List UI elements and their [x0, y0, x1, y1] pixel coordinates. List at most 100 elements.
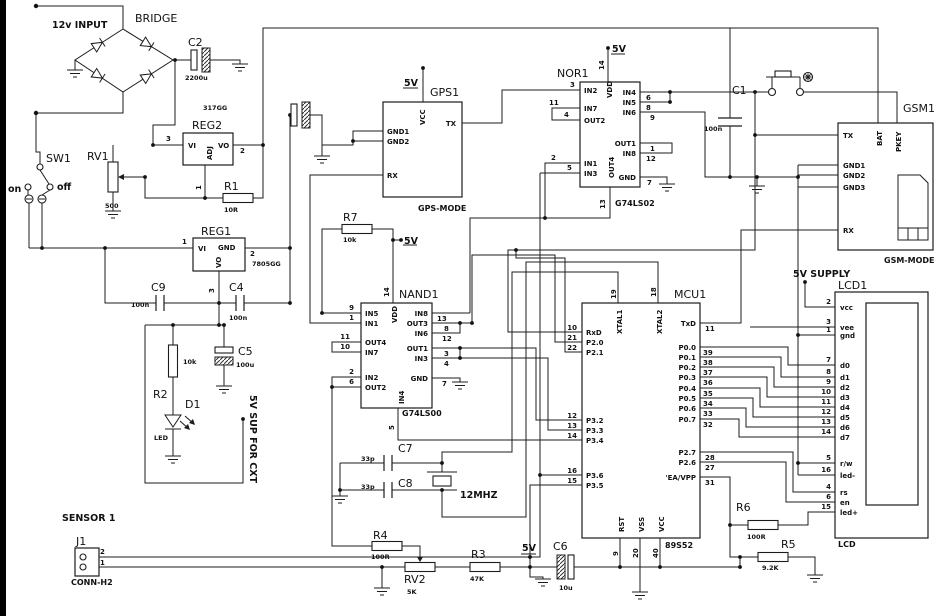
reg1-pin2: 2 — [250, 250, 255, 258]
lcd-display-area — [865, 302, 919, 506]
rv2-potentiometer — [404, 561, 436, 573]
nor-ll1: IN7 — [584, 105, 597, 113]
nand-gate-box — [360, 302, 433, 409]
c6-ref: C6 — [553, 540, 568, 553]
mcu-rl10: P2.6 — [678, 459, 696, 467]
nor-rl5: GND — [619, 174, 637, 182]
r3-ref: R3 — [471, 548, 486, 561]
mcu-vcc: VCC — [658, 516, 666, 532]
mcu-rn4: 36 — [703, 379, 713, 387]
nor-rl0: IN4 — [623, 89, 636, 97]
gps-tx: TX — [446, 120, 457, 128]
lcd-n7: 11 — [821, 398, 831, 406]
gps-5v: 5V — [404, 78, 419, 89]
reg1-box — [192, 237, 246, 272]
nor-rn2: 9 — [650, 114, 655, 122]
mcu-ln0: 10 — [567, 324, 577, 332]
r7-5v: 5V — [404, 236, 419, 247]
nand-rn2: 12 — [442, 335, 452, 343]
mcu-pin19: 19 — [610, 289, 618, 299]
reg1-pin1: 1 — [182, 238, 187, 246]
lcd-l9: d6 — [840, 424, 850, 432]
nand-rl3: OUT1 — [407, 345, 428, 353]
reg1-pin3: 3 — [208, 288, 216, 293]
lcd-l11: r/w — [840, 460, 853, 468]
reg2-pin3: 3 — [166, 135, 171, 143]
c9-ref: C9 — [151, 281, 166, 294]
lcd-n4: 8 — [826, 368, 831, 376]
lcd-l0: vcc — [840, 304, 853, 312]
mcu-ll2: P2.1 — [586, 349, 604, 357]
supply-note: 5V SUPPLY — [793, 269, 850, 280]
lcd-ref: LCD1 — [838, 279, 867, 292]
bridge-rectifier — [74, 28, 174, 93]
nor-out4: OUT4 — [608, 157, 616, 178]
nor-ll0: IN2 — [584, 87, 597, 95]
r4-resistor — [371, 540, 403, 552]
reg2-pin2: 2 — [240, 147, 245, 155]
lcd-l4: d1 — [840, 374, 850, 382]
nand-ll5: OUT2 — [365, 384, 386, 392]
nand-ll1: IN1 — [365, 320, 378, 328]
mcu-ln5: 14 — [567, 432, 577, 440]
reg2-vo: VO — [218, 142, 229, 150]
nand-ll3: IN7 — [365, 349, 378, 357]
nor-pin13: 13 — [599, 199, 607, 209]
gps-sub: GPS-MODE — [418, 204, 466, 213]
c7-value: 33p — [361, 455, 375, 463]
mcu-rl7: P0.6 — [678, 405, 696, 413]
nor-rl4: IN8 — [623, 150, 636, 158]
mcu-rn8: 32 — [703, 421, 713, 429]
wires-power-left — [27, 5, 879, 484]
lcd-l14: en — [840, 499, 850, 507]
lcd-n6: 10 — [821, 388, 831, 396]
c9-value: 100n — [131, 301, 150, 309]
gsm-tx: TX — [843, 132, 854, 140]
lcd-n2: 1 — [826, 326, 831, 334]
sw-on-label: on — [8, 184, 22, 195]
lcd-l7: d4 — [840, 404, 850, 412]
mcu-rn11: 31 — [705, 479, 715, 487]
wires-gsm-lcd — [670, 28, 898, 476]
c1-ref: C1 — [732, 84, 747, 97]
r5-value: 9.2K — [762, 564, 780, 572]
lcd-n8: 12 — [821, 408, 831, 416]
nor-ln3: 2 — [551, 154, 556, 162]
j1-ref: J1 — [75, 535, 86, 548]
mcu-rn3: 37 — [703, 369, 713, 377]
mcu-ref: MCU1 — [674, 288, 706, 301]
r5-ref: R5 — [781, 538, 796, 551]
mcu-rl0: TxD — [681, 320, 696, 328]
r6-value: 100R — [747, 533, 766, 541]
lcd-l1: vee — [840, 324, 854, 332]
mcu-ll3: P3.2 — [586, 417, 604, 425]
nor-ln4: 5 — [567, 164, 572, 172]
nor-rn0: 6 — [646, 94, 651, 102]
r4-ref: R4 — [373, 529, 388, 542]
lcd-n12: 16 — [821, 466, 831, 474]
reg2-ref: REG2 — [192, 119, 222, 132]
nand-pin14: 14 — [383, 287, 391, 297]
r3-resistor — [469, 561, 501, 573]
d1-value: LED — [154, 434, 169, 442]
r4-value: 100R — [371, 553, 390, 561]
reg1-ref: REG1 — [201, 225, 231, 238]
r7-value: 10k — [343, 236, 357, 244]
junction-dots — [33, 3, 807, 569]
reg2-pin1: 1 — [195, 185, 203, 190]
c8-value: 33p — [361, 483, 375, 491]
mcu-rn10: 27 — [705, 464, 715, 472]
nor-rl3: OUT1 — [615, 140, 636, 148]
power-switch — [24, 163, 54, 204]
gsm-gnd2: GND2 — [843, 172, 865, 180]
lcd-n9: 13 — [821, 418, 831, 426]
gsm-gnd1: GND1 — [843, 162, 865, 170]
lcd-n5: 9 — [826, 378, 831, 386]
c2-value: 2200u — [185, 74, 208, 82]
nor-rn5: 7 — [647, 179, 652, 187]
mcu-rn7: 33 — [703, 410, 713, 418]
mcu-rn9: 28 — [705, 454, 715, 462]
c2-capacitor — [190, 49, 198, 71]
mcu-pin18: 18 — [650, 287, 658, 297]
lcd-n3: 7 — [826, 356, 831, 364]
